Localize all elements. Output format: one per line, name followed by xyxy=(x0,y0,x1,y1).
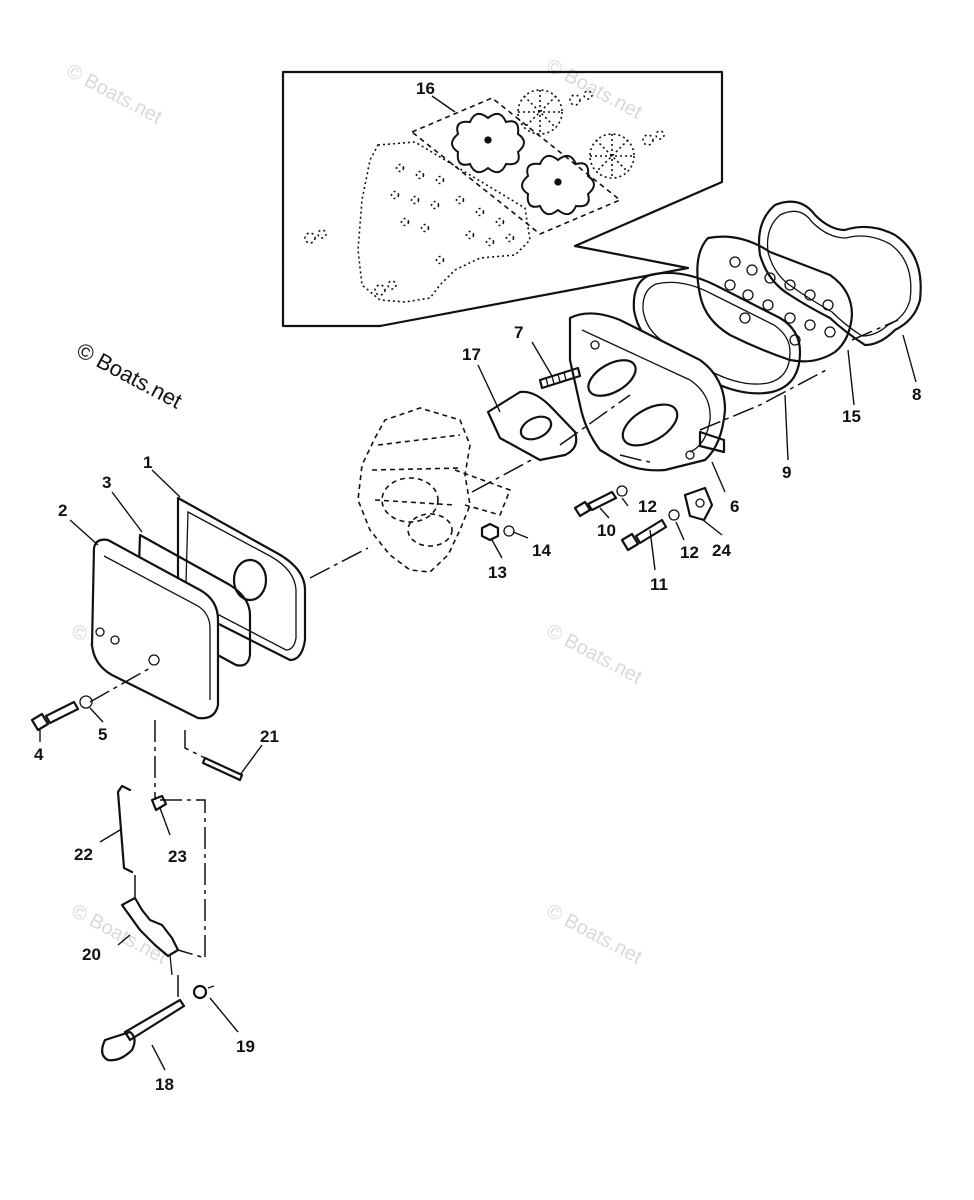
screw-11 xyxy=(620,518,668,552)
washer-5 xyxy=(79,695,93,709)
callout-18: 18 xyxy=(155,1075,174,1094)
callout-12: 12 xyxy=(638,497,657,516)
callout-16: 16 xyxy=(416,79,435,98)
watermark: © Boats.net xyxy=(63,60,166,129)
callout-1: 1 xyxy=(143,453,152,472)
callout-22: 22 xyxy=(74,845,93,864)
watermark: © Boats.net xyxy=(543,55,646,124)
callout-13: 13 xyxy=(488,563,507,582)
nut-13 xyxy=(480,522,500,542)
callout-20: 20 xyxy=(82,945,101,964)
plate-15 xyxy=(696,235,854,363)
callout-3: 3 xyxy=(102,473,111,492)
callout-labels: 1 2 3 4 5 6 7 8 9 10 11 12 12 13 14 15 1… xyxy=(34,79,921,1094)
screw-10 xyxy=(573,490,618,518)
screw-4 xyxy=(30,700,80,732)
gasket-17 xyxy=(486,390,578,462)
callout-4: 4 xyxy=(34,745,44,764)
pump-body-6 xyxy=(568,312,727,472)
rod-21 xyxy=(201,756,244,782)
watermark: © Boats.net xyxy=(543,900,646,969)
gasket-9 xyxy=(632,271,802,395)
knob-18 xyxy=(101,998,186,1062)
center-lines xyxy=(89,319,899,1000)
watermarks: © Boats.net © Boats.net © Boats.net © Bo… xyxy=(63,55,646,969)
callout-15: 15 xyxy=(842,407,861,426)
callout-23: 23 xyxy=(168,847,187,866)
callout-11: 11 xyxy=(650,575,668,594)
callout-19: 19 xyxy=(236,1037,255,1056)
callout-6: 6 xyxy=(730,497,739,516)
cover-2 xyxy=(90,538,220,720)
lockwasher-12 xyxy=(668,509,680,521)
clamp-24 xyxy=(683,486,714,522)
rod-22 xyxy=(116,784,134,874)
gasket-8 xyxy=(757,200,922,347)
clip-23 xyxy=(150,794,168,812)
carburetor-dashed xyxy=(357,407,512,573)
callout-2: 2 xyxy=(58,501,67,520)
nut-19 xyxy=(192,984,215,1000)
callout-5: 5 xyxy=(98,725,107,744)
callout-9: 9 xyxy=(782,463,791,482)
callout-10: 10 xyxy=(597,521,616,540)
lockwasher-12 xyxy=(616,485,628,497)
callout-24: 24 xyxy=(712,541,731,560)
callout-8: 8 xyxy=(912,385,921,404)
callout-17: 17 xyxy=(462,345,481,364)
callout-12b: 12 xyxy=(680,543,699,562)
stud-7 xyxy=(538,366,582,390)
watermark: © Boats.net xyxy=(543,620,646,689)
diaphragm-flower xyxy=(521,154,595,216)
callout-14: 14 xyxy=(532,541,551,560)
diaphragm-flower xyxy=(451,112,525,174)
lever-20 xyxy=(120,896,180,976)
detail-inset xyxy=(281,70,724,328)
leader-lines xyxy=(39,334,917,1071)
lockwasher-14 xyxy=(503,525,515,537)
watermark-dark: © Boats.net xyxy=(73,337,187,413)
callout-7: 7 xyxy=(514,323,523,342)
callout-21: 21 xyxy=(260,727,279,746)
